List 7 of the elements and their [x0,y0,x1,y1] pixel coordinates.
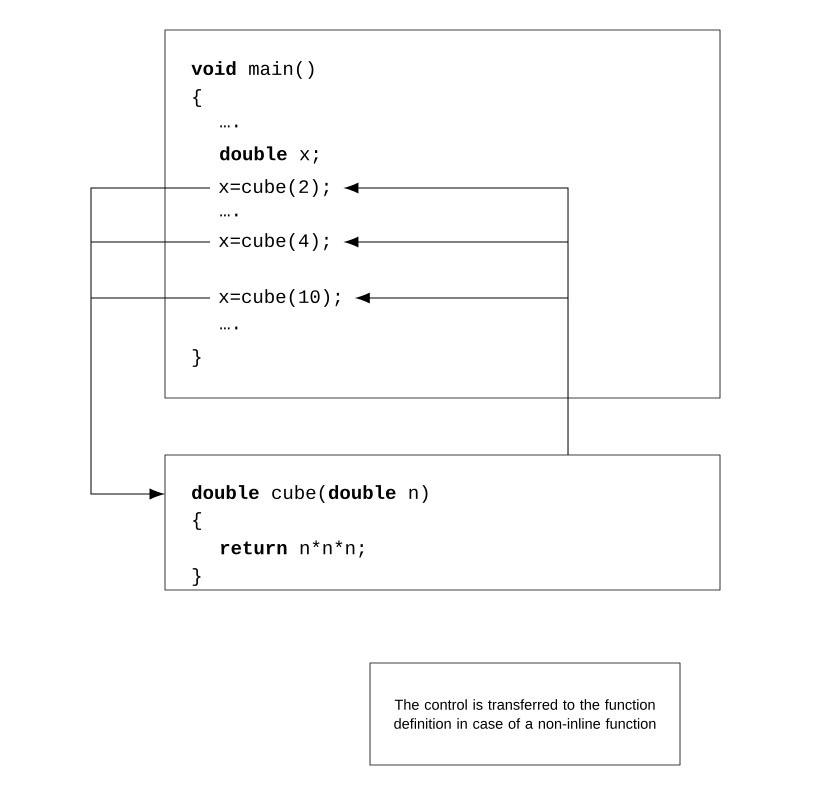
code-line: x=cube(2); [219,179,328,197]
arrow [356,292,568,456]
code-line: x=cube(10); [219,289,340,307]
note-box: The control is transferred to the function definition in case of a non-inline function [370,662,680,766]
arrow [90,298,210,500]
code-box: double cube(double n) { return n*n*n; } [164,454,720,590]
code-line: x=cube(4); [219,233,328,251]
